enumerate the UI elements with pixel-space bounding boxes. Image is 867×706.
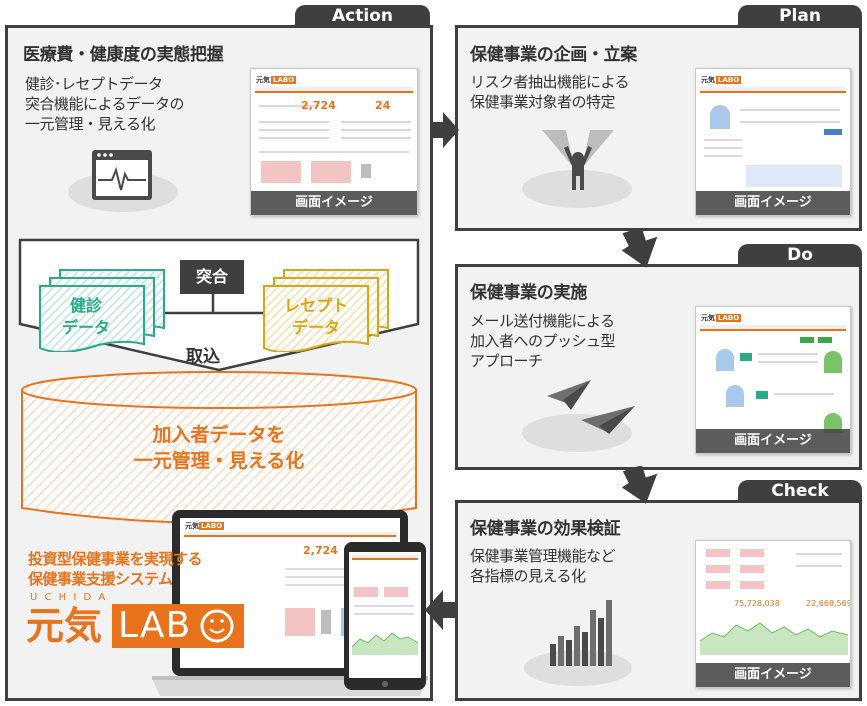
action-desc-1: 健診･レセプトデータ	[25, 75, 163, 93]
plan-desc-2: 保健事業対象者の特定	[470, 93, 616, 111]
db-label-2: 一元管理・見える化	[133, 450, 305, 472]
kenshin-label-2: データ	[62, 318, 111, 337]
receipt-label-2: データ	[292, 318, 341, 337]
check-title: 保健事業の効果検証	[470, 519, 621, 539]
plan-title: 保健事業の企画・立案	[470, 45, 637, 65]
right-arrow-icon	[431, 112, 459, 148]
brand-genki: 元気	[26, 604, 103, 648]
check-tag: Check	[738, 480, 862, 502]
system-line-2: 保健事業支援システム	[28, 570, 173, 588]
totsugo-label: 突合	[180, 260, 244, 294]
check-desc-1: 保健事業管理機能など	[470, 547, 616, 565]
db-label-1: 加入者データを	[152, 424, 286, 446]
check-shot-number-2: 22,668,569	[806, 599, 851, 608]
do-tag: Do	[738, 244, 862, 266]
receipt-label-1: レセプト	[284, 296, 349, 315]
brand-labo-box: LAB	[112, 604, 244, 648]
check-screenshot: 75,728,038 22,668,569 画面イメージ	[695, 540, 851, 688]
kenshin-label-1: 健診	[70, 296, 103, 315]
laptop-number: 2,724	[303, 544, 338, 557]
down-arrow-icon	[622, 466, 658, 504]
do-desc-2: 加入者へのプッシュ型	[470, 332, 616, 350]
bar-chart-icon	[550, 600, 612, 666]
do-desc-1: メール送付機能による	[470, 312, 615, 330]
paper-plane-icon	[547, 380, 635, 434]
action-title: 医療費・健康度の実態把握	[23, 45, 224, 65]
smile-logo-icon	[200, 609, 234, 643]
icon-shadow	[522, 170, 632, 208]
left-arrow-icon	[425, 590, 457, 630]
plan-desc-1: リスク者抽出機能による	[470, 73, 630, 91]
down-arrow-icon	[622, 228, 658, 268]
torikomi-label: 取込	[186, 347, 220, 367]
action-tag: Action	[295, 5, 430, 27]
check-caption: 画面イメージ	[696, 663, 850, 687]
action-desc-3: 一元管理・見える化	[25, 115, 156, 133]
shot-number-2: 24	[375, 99, 391, 112]
tablet-screen-content	[350, 553, 420, 677]
check-desc-2: 各指標の見える化	[470, 567, 586, 585]
do-title: 保健事業の実施	[470, 283, 587, 303]
person-spotlight-icon	[542, 130, 614, 190]
brand-labo: LAB	[118, 605, 192, 646]
action-desc-2: 突合機能によるデータの	[25, 95, 185, 113]
plan-tag: Plan	[738, 5, 862, 27]
check-shot-number: 75,728,038	[734, 599, 780, 608]
shot-number: 2,724	[301, 99, 336, 112]
system-line-1: 投資型保健事業を実現する	[28, 550, 203, 568]
brand-uchida: U C H I D A	[30, 592, 108, 603]
receipt-data-icon	[263, 269, 389, 352]
do-desc-3: アプローチ	[470, 352, 543, 370]
action-caption: 画面イメージ	[251, 191, 417, 215]
monitor-pulse-icon	[92, 150, 152, 200]
kenshin-data-icon	[39, 269, 165, 352]
do-caption: 画面イメージ	[696, 429, 850, 453]
plan-caption: 画面イメージ	[696, 191, 850, 215]
